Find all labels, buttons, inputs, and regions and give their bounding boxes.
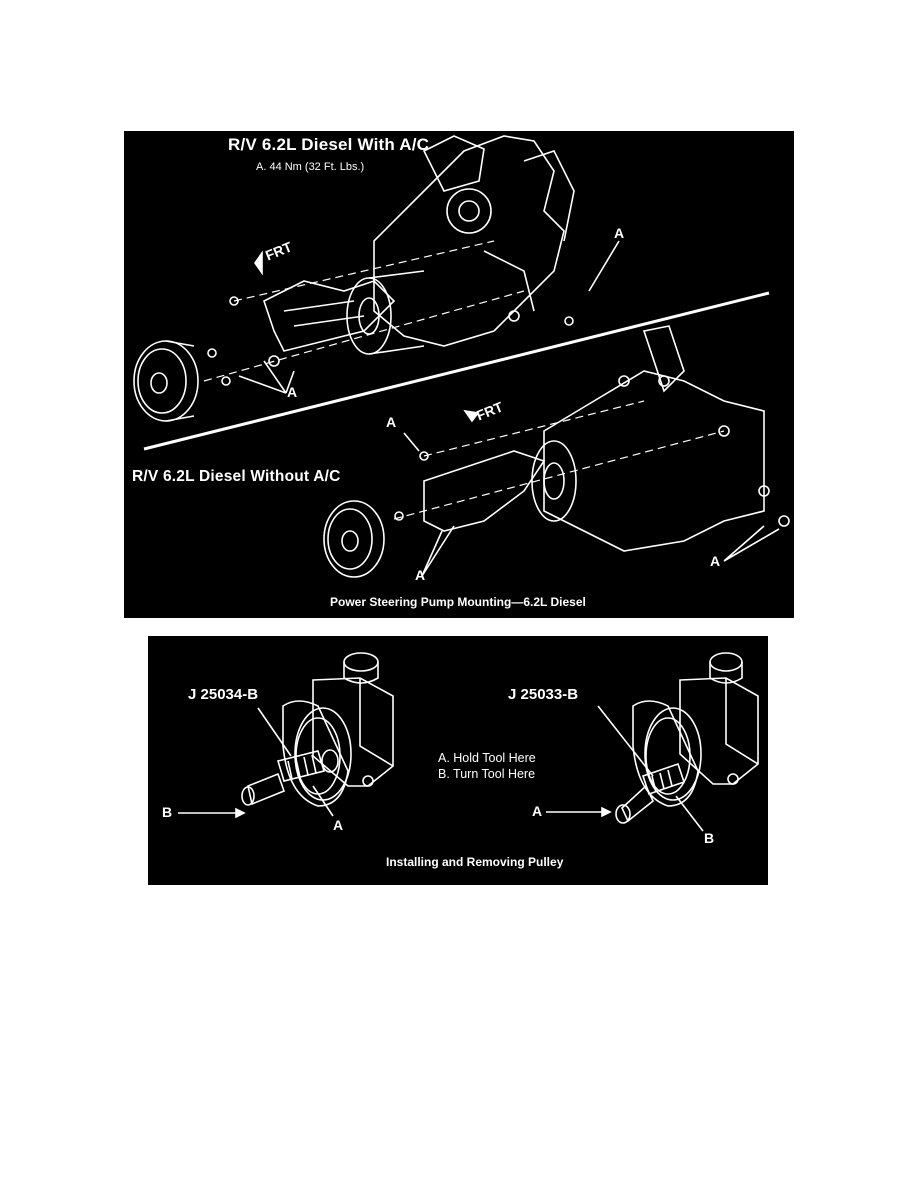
pump-pulley-lower <box>531 440 577 522</box>
tool-pointer-left <box>257 707 292 757</box>
tool-left <box>241 749 339 806</box>
pulley-upper <box>133 340 199 422</box>
callout-a-lower-top: A <box>386 414 397 430</box>
legend-a: A. Hold Tool Here <box>438 751 536 765</box>
power-steering-mounting-figure: R/V 6.2L Diesel With A/C A. 44 Nm (32 Ft… <box>124 131 794 618</box>
pump-left <box>282 652 394 807</box>
arrow-b-right <box>675 795 704 832</box>
engine-block-upper <box>373 135 565 347</box>
label-b-left: B <box>162 804 173 820</box>
pump-right <box>632 652 759 807</box>
legend-b: B. Turn Tool Here <box>438 767 536 781</box>
pulley-tool-figure: J 25034-B J 25033-B A. Hold Tool Here B.… <box>148 636 768 885</box>
front-arrow-upper <box>254 250 263 276</box>
title-without-ac: R/V 6.2L Diesel Without A/C <box>132 468 341 485</box>
pulley-lower <box>323 500 385 578</box>
label-b-right: B <box>704 830 715 846</box>
arrow-a-left <box>312 785 334 817</box>
callout-a-upper-left: A <box>287 384 298 400</box>
callout-a-lower-left: A <box>415 567 426 583</box>
mounting-illustration <box>133 135 790 578</box>
callout-a-lower-right: A <box>710 553 721 569</box>
pulley-tool-illustration <box>178 652 759 832</box>
tool-label-right: J 25033-B <box>508 686 579 703</box>
divider-line <box>143 291 770 451</box>
label-a-right: A <box>532 803 543 819</box>
callout-a-upper-right: A <box>614 225 625 241</box>
callout-arrow <box>588 240 620 292</box>
pump-pulley-upper <box>346 277 392 355</box>
label-a-left: A <box>333 817 344 833</box>
tool-right <box>615 762 686 824</box>
tool-pointer-right <box>597 705 654 777</box>
callout-arrow <box>403 432 420 452</box>
engine-block-lower <box>543 370 765 552</box>
title-with-ac: R/V 6.2L Diesel With A/C <box>228 135 430 154</box>
bracket-lower <box>423 450 546 532</box>
figure2-caption: Installing and Removing Pulley <box>386 855 564 869</box>
figure1-caption: Power Steering Pump Mounting—6.2L Diesel <box>330 595 586 609</box>
tool-label-left: J 25034-B <box>188 686 259 703</box>
front-arrow-lower <box>463 409 480 423</box>
torque-note: A. 44 Nm (32 Ft. Lbs.) <box>256 161 365 173</box>
